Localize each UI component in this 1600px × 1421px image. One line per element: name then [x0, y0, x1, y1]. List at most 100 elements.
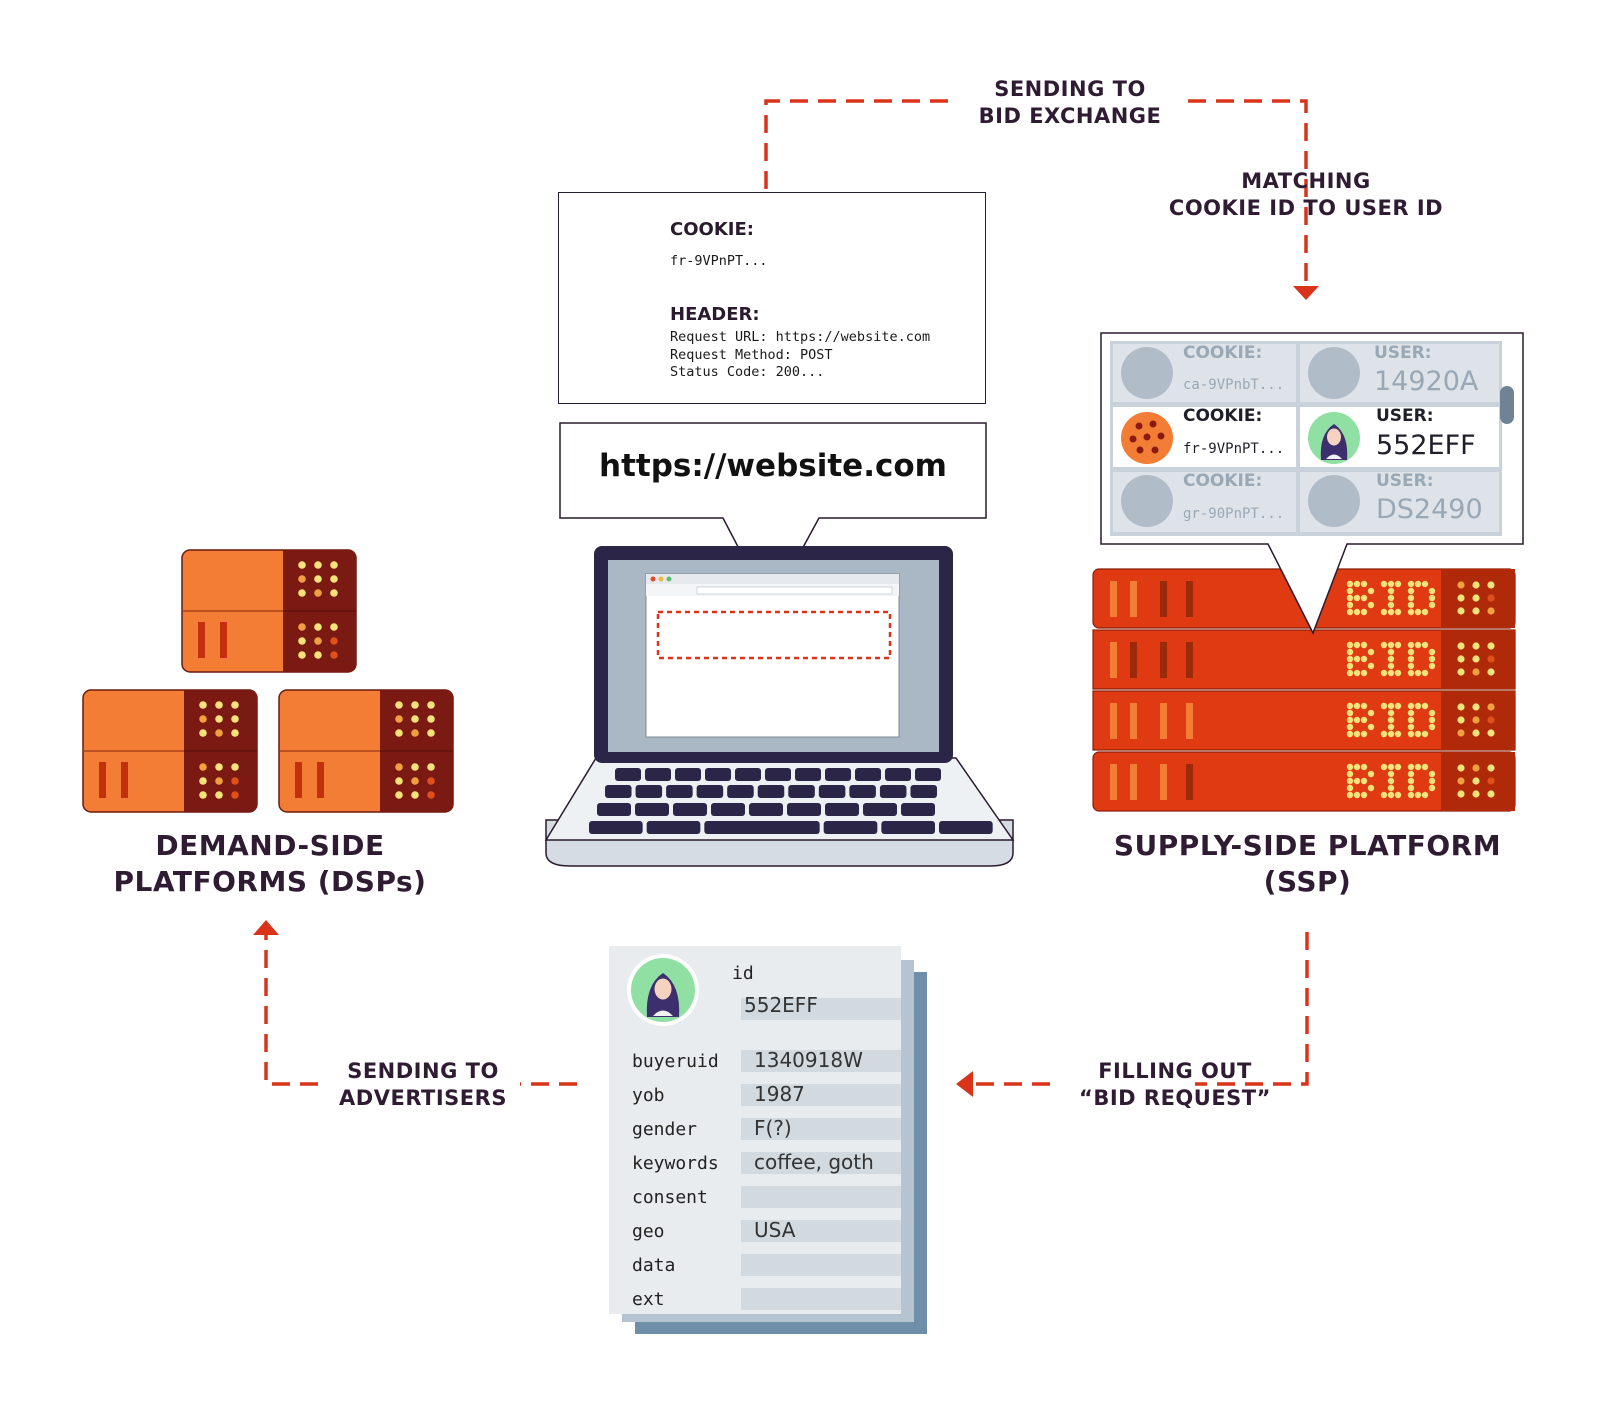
label-line: DEMAND-SIDE: [155, 829, 385, 862]
doc-value-bar: [741, 1220, 901, 1242]
dsp-server-block: [82, 689, 258, 813]
keyboard-key: [635, 785, 663, 798]
doc-key-yob: yob: [632, 1085, 665, 1106]
ssp-bid-pixel: [1367, 770, 1375, 778]
ssp-bid-pixel: [1380, 763, 1388, 771]
header-line: Status Code: 200...: [670, 364, 825, 380]
dsp-block-slot: [198, 622, 205, 658]
ssp-bid-pixel: [1367, 709, 1375, 717]
ssp-rack-unit: [1092, 751, 1516, 812]
ssp-unit-slot: [1110, 703, 1117, 739]
ssp-unit-slot: [1110, 581, 1117, 617]
ssp-bid-pixel: [1360, 763, 1368, 771]
label-sending-to-bid-exchange: SENDING TO BID EXCHANGE: [900, 76, 1240, 130]
ssp-bid-pixel: [1428, 770, 1436, 778]
ssp-bid-pixel: [1407, 709, 1415, 717]
ssp-led: [1472, 594, 1480, 602]
ssp-bid-pixel: [1387, 763, 1395, 771]
keyboard-key: [749, 803, 783, 816]
ssp-led: [1487, 668, 1495, 676]
ssp-bid-text: [1346, 763, 1436, 799]
keyboard-key: [635, 803, 669, 816]
ssp-bid-pixel: [1387, 608, 1395, 616]
ssp-bid-pixel: [1360, 594, 1368, 602]
placeholder-avatar: [1308, 475, 1360, 527]
ssp-bid-pixel: [1346, 601, 1354, 609]
ssp-bid-pixel: [1394, 763, 1402, 771]
ssp-bid-pixel: [1407, 662, 1415, 670]
ssp-bid-pixel: [1407, 641, 1415, 649]
ssp-bid-pixel: [1380, 791, 1388, 799]
ssp-bid-pixel: [1387, 791, 1395, 799]
dsp-led: [411, 729, 419, 737]
cookie-cell-title: COOKIE:: [1183, 343, 1263, 363]
ssp-led: [1457, 764, 1465, 772]
dsp-led: [427, 763, 435, 771]
doc-value-keywords: coffee, goth: [754, 1150, 874, 1174]
dsp-led: [330, 561, 338, 569]
doc-value-bar: [741, 1050, 901, 1072]
ssp-unit-slot: [1160, 703, 1167, 739]
ssp-bid-pixel: [1407, 723, 1415, 731]
ssp-bid-pixel: [1387, 641, 1395, 649]
keyboard-key: [704, 821, 820, 834]
doc-key-buyeruid: buyeruid: [632, 1051, 719, 1072]
doc-value-bar: [741, 1254, 901, 1276]
dsp-led: [199, 701, 207, 709]
dsp-led: [411, 763, 419, 771]
ssp-bid-pixel: [1346, 669, 1354, 677]
ssp-bid-pixel: [1387, 648, 1395, 656]
dsp-led: [199, 729, 207, 737]
ssp-led: [1487, 655, 1495, 663]
label-filling-out: FILLING OUT “BID REQUEST”: [1060, 1058, 1290, 1112]
ssp-bid-pixel: [1360, 791, 1368, 799]
ssp-led: [1487, 594, 1495, 602]
doc-value-bar: [741, 1152, 901, 1174]
keyboard-key: [788, 785, 815, 798]
ssp-bid-pixel: [1387, 594, 1395, 602]
ssp-bid-pixel: [1428, 777, 1436, 785]
ssp-bid-pixel: [1414, 702, 1422, 710]
placeholder-avatar: [1308, 347, 1360, 399]
dsp-server-block: [181, 549, 357, 673]
ssp-led: [1472, 607, 1480, 615]
ssp-led: [1487, 729, 1495, 737]
dsp-led: [330, 575, 338, 583]
dsp-led: [427, 729, 435, 737]
ssp-bid-pixel: [1421, 580, 1429, 588]
keyboard-key: [727, 785, 754, 798]
keyboard-key: [605, 785, 632, 798]
keyboard-key: [885, 768, 911, 781]
ssp-led: [1457, 655, 1465, 663]
ssp-bid-pixel: [1346, 723, 1354, 731]
ssp-bid-pixel: [1380, 702, 1388, 710]
ssp-unit-slot: [1130, 642, 1137, 678]
ssp-bid-pixel: [1407, 669, 1415, 677]
arrowhead-down: [1293, 286, 1319, 300]
cookie-cell-value: ca-9VPnbT...: [1183, 377, 1285, 393]
ssp-bid-pixel: [1387, 655, 1395, 663]
dsp-led: [199, 715, 207, 723]
dsp-led: [215, 715, 223, 723]
ssp-bid-pixel: [1360, 608, 1368, 616]
ssp-bid-pixel: [1428, 784, 1436, 792]
ssp-bid-pixel: [1428, 662, 1436, 670]
ssp-bid-pixel: [1346, 770, 1354, 778]
ssp-bid-pixel: [1428, 723, 1436, 731]
doc-value-bar: [741, 1288, 901, 1310]
placeholder-avatar: [1121, 475, 1173, 527]
dsp-led: [215, 791, 223, 799]
ssp-bid-text: [1346, 580, 1436, 616]
keyboard-key: [825, 803, 859, 816]
dsp-server-block: [278, 689, 454, 813]
ssp-bid-pixel: [1380, 580, 1388, 588]
ssp-bid-pixel: [1394, 580, 1402, 588]
ssp-bid-pixel: [1346, 608, 1354, 616]
keyboard-key: [881, 821, 935, 834]
ssp-led: [1472, 642, 1480, 650]
dsp-led: [314, 637, 322, 645]
ssp-unit-slot: [1110, 642, 1117, 678]
ssp-bid-pixel: [1360, 702, 1368, 710]
ssp-bid-pixel: [1421, 669, 1429, 677]
dsp-led: [314, 589, 322, 597]
